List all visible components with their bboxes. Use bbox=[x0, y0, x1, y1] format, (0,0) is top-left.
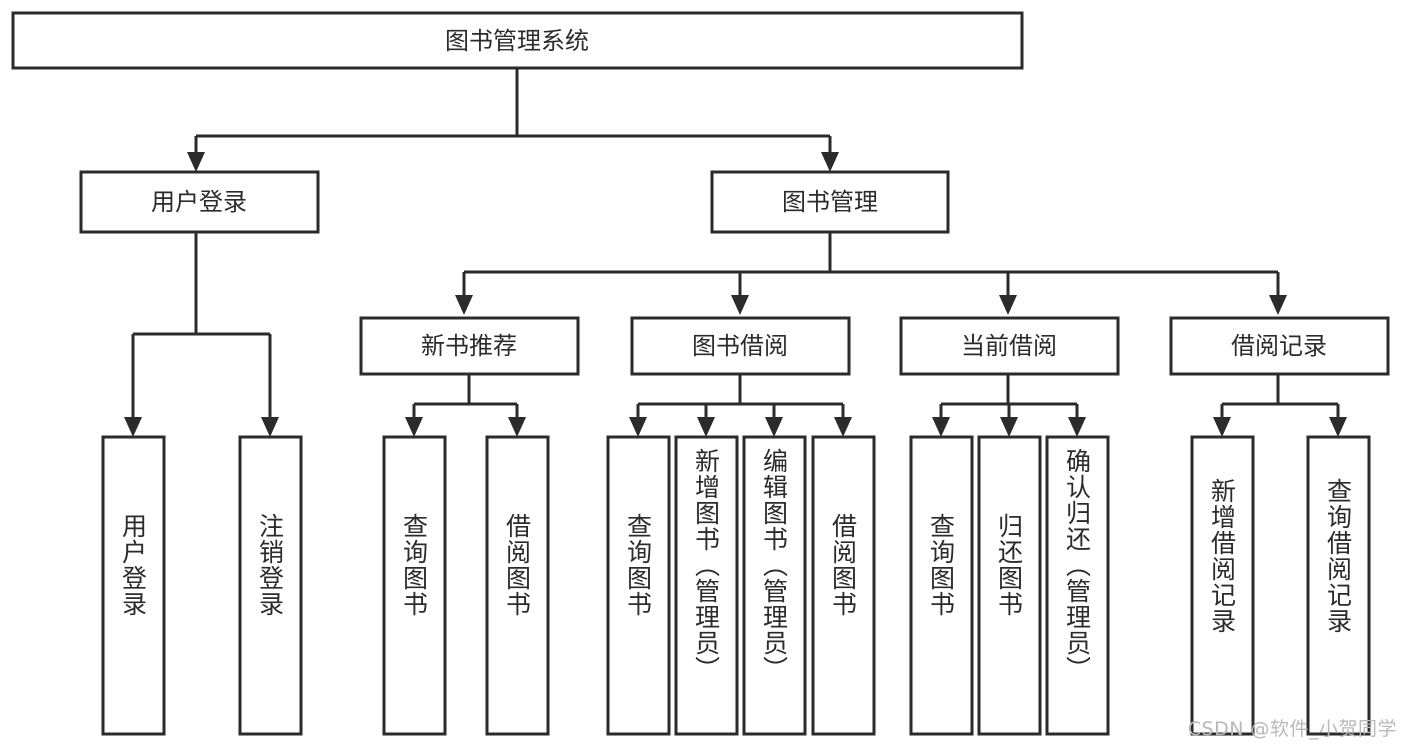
leaf-add-record-box[interactable] bbox=[1190, 435, 1255, 736]
leaf-borrow-book-2-box[interactable] bbox=[811, 435, 876, 736]
connector-user-login-to-leaves bbox=[124, 232, 279, 437]
leaf-edit-book-label: 编辑图书（管理员） bbox=[760, 448, 789, 682]
arrow-to-leaf-confirm-return bbox=[1068, 417, 1086, 437]
arrow-to-leaf-add-record bbox=[1213, 417, 1231, 437]
arrow-to-leaf-borrow-book-2 bbox=[834, 417, 852, 437]
arrow-to-leaf-user-login bbox=[124, 417, 142, 437]
leaf-node-borrow-book-2[interactable]: 借阅图书 bbox=[811, 435, 876, 736]
node-book-manage[interactable]: 图书管理 bbox=[710, 170, 950, 234]
arrow-to-leaf-query-book-1 bbox=[405, 417, 423, 437]
leaf-node-borrow-book-1[interactable]: 借阅图书 bbox=[485, 435, 550, 736]
leaf-query-book-1-box[interactable] bbox=[382, 435, 447, 736]
arrow-to-leaf-borrow-book-1 bbox=[508, 417, 526, 437]
new-book-recommend-label: 新书推荐 bbox=[421, 332, 517, 360]
leaf-query-book-1-label: 查询图书 bbox=[400, 513, 429, 617]
leaf-query-book-2-label: 查询图书 bbox=[624, 513, 653, 617]
leaf-return-book-box[interactable] bbox=[977, 435, 1042, 736]
user-login-label: 用户登录 bbox=[151, 188, 247, 216]
leaf-query-book-2-box[interactable] bbox=[606, 435, 671, 736]
leaf-node-query-book-2[interactable]: 查询图书 bbox=[606, 435, 671, 736]
node-book-borrow[interactable]: 图书借阅 bbox=[630, 316, 851, 376]
leaf-query-record-box[interactable] bbox=[1306, 435, 1371, 736]
connector-book-borrow-to-leaves bbox=[629, 374, 852, 437]
node-new-book-recommend[interactable]: 新书推荐 bbox=[359, 316, 580, 376]
current-borrow-box[interactable] bbox=[899, 316, 1120, 376]
connector-root-to-level1 bbox=[187, 68, 839, 172]
node-borrow-record[interactable]: 借阅记录 bbox=[1169, 316, 1390, 376]
arrow-to-user-login bbox=[187, 152, 205, 172]
connector-book-manage-to-level2 bbox=[455, 232, 1287, 315]
leaf-logout-label: 注销登录 bbox=[256, 513, 285, 617]
leaf-return-book-label: 归还图书 bbox=[995, 513, 1024, 617]
arrow-to-leaf-logout bbox=[261, 417, 279, 437]
leaf-query-record-label: 查询借阅记录 bbox=[1324, 478, 1353, 634]
node-current-borrow[interactable]: 当前借阅 bbox=[899, 316, 1120, 376]
node-root-book-management-system[interactable]: 图书管理系统 bbox=[11, 11, 1024, 70]
leaf-user-login-label: 用户登录 bbox=[119, 513, 148, 617]
arrow-to-leaf-query-book-2 bbox=[629, 417, 647, 437]
leaf-edit-book-box[interactable] bbox=[742, 435, 807, 736]
leaf-node-query-book-3[interactable]: 查询图书 bbox=[909, 435, 974, 736]
connector-current-borrow-to-leaves bbox=[932, 374, 1086, 437]
node-user-login[interactable]: 用户登录 bbox=[79, 170, 320, 234]
root-node-label: 图书管理系统 bbox=[445, 27, 589, 55]
leaf-logout-box[interactable] bbox=[238, 435, 303, 736]
borrow-record-box[interactable] bbox=[1169, 316, 1390, 376]
leaf-node-add-record[interactable]: 新增借阅记录 bbox=[1190, 435, 1255, 736]
arrow-to-leaf-query-record bbox=[1329, 417, 1347, 437]
book-manage-label: 图书管理 bbox=[782, 188, 878, 216]
borrow-record-label: 借阅记录 bbox=[1231, 332, 1327, 360]
arrow-to-book-manage bbox=[821, 152, 839, 172]
leaf-user-login-box[interactable] bbox=[101, 435, 166, 736]
book-manage-box[interactable] bbox=[710, 170, 950, 234]
arrow-to-book-borrow bbox=[731, 295, 749, 315]
arrow-to-new-book-recommend bbox=[455, 295, 473, 315]
arrow-to-current-borrow bbox=[999, 295, 1017, 315]
arrow-to-leaf-query-book-3 bbox=[932, 417, 950, 437]
leaf-node-confirm-return[interactable]: 确认归还（管理员） bbox=[1045, 435, 1110, 736]
leaf-borrow-book-2-label: 借阅图书 bbox=[829, 513, 858, 617]
leaf-add-book-box[interactable] bbox=[674, 435, 739, 736]
arrow-to-leaf-edit-book bbox=[765, 417, 783, 437]
leaf-confirm-return-box[interactable] bbox=[1045, 435, 1110, 736]
leaf-borrow-book-1-box[interactable] bbox=[485, 435, 550, 736]
book-borrow-label: 图书借阅 bbox=[692, 332, 788, 360]
leaf-borrow-book-1-label: 借阅图书 bbox=[503, 513, 532, 617]
leaf-node-query-book-1[interactable]: 查询图书 bbox=[382, 435, 447, 736]
leaf-add-record-label: 新增借阅记录 bbox=[1208, 478, 1237, 634]
current-borrow-label: 当前借阅 bbox=[961, 332, 1057, 360]
leaf-node-logout[interactable]: 注销登录 bbox=[238, 435, 303, 736]
arrow-to-leaf-return-book bbox=[1000, 417, 1018, 437]
connector-borrow-record-to-leaves bbox=[1213, 374, 1347, 437]
leaf-node-return-book[interactable]: 归还图书 bbox=[977, 435, 1042, 736]
connector-new-book-recommend-to-leaves bbox=[405, 374, 526, 437]
root-node-box[interactable] bbox=[11, 11, 1024, 70]
leaf-node-add-book[interactable]: 新增图书（管理员） bbox=[674, 435, 739, 736]
leaf-add-book-label: 新增图书（管理员） bbox=[692, 448, 721, 682]
leaf-query-book-3-box[interactable] bbox=[909, 435, 974, 736]
leaf-node-user-login[interactable]: 用户登录 bbox=[101, 435, 166, 736]
leaf-node-edit-book[interactable]: 编辑图书（管理员） bbox=[742, 435, 807, 736]
book-borrow-box[interactable] bbox=[630, 316, 851, 376]
leaf-node-query-record[interactable]: 查询借阅记录 bbox=[1306, 435, 1371, 736]
new-book-recommend-box[interactable] bbox=[359, 316, 580, 376]
leaf-confirm-return-label: 确认归还（管理员） bbox=[1063, 448, 1092, 682]
arrow-to-borrow-record bbox=[1269, 295, 1287, 315]
leaf-query-book-3-label: 查询图书 bbox=[927, 513, 956, 617]
arrow-to-leaf-add-book bbox=[697, 417, 715, 437]
user-login-box[interactable] bbox=[79, 170, 320, 234]
